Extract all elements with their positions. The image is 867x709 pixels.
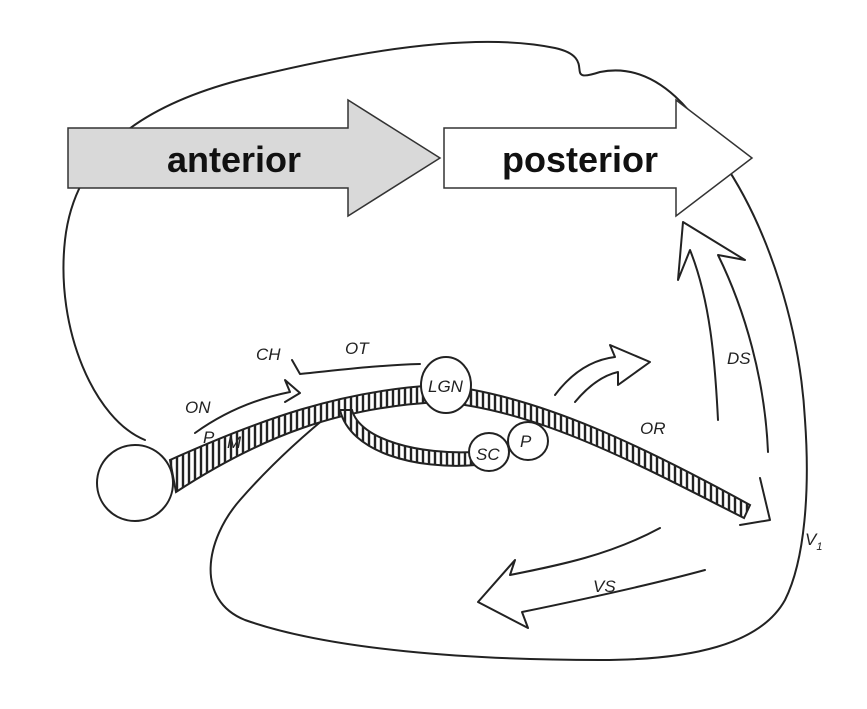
label-lgn: LGN <box>428 377 464 396</box>
posterior-arrow: posterior <box>443 98 754 218</box>
label-ch: CH <box>256 345 281 364</box>
v1-arrow <box>739 477 771 526</box>
sc-pathway-band <box>338 409 478 467</box>
ch-line <box>291 359 421 375</box>
label-v1-main: V <box>805 530 818 549</box>
ventral-stream-arrow <box>477 527 706 629</box>
label-m-left: M <box>227 433 242 452</box>
label-vs: VS <box>593 577 616 596</box>
label-on: ON <box>185 398 211 417</box>
label-ds: DS <box>727 349 751 368</box>
brain-outline <box>62 40 808 661</box>
label-v1-sub: 1 <box>816 541 822 553</box>
label-p-left: P <box>203 428 215 447</box>
label-ot: OT <box>345 339 370 358</box>
label-v1: V1 <box>805 530 822 553</box>
anterior-arrow-shape <box>67 98 442 218</box>
label-sc: SC <box>476 445 500 464</box>
label-pulvinar: P <box>520 432 532 451</box>
anterior-label: anterior <box>167 139 301 180</box>
posterior-arrow-shape <box>443 98 754 218</box>
label-or: OR <box>640 419 666 438</box>
optic-nerve-line <box>194 379 301 434</box>
posterior-label: posterior <box>502 139 658 180</box>
lgn-nucleus <box>420 356 472 414</box>
dorsal-stream-arrow <box>677 221 769 453</box>
pulvinar-nucleus <box>507 421 549 461</box>
eye <box>96 444 174 522</box>
sc-nucleus <box>468 432 510 472</box>
anterior-arrow: anterior <box>67 98 442 218</box>
upper-branch-arrow <box>554 344 651 403</box>
